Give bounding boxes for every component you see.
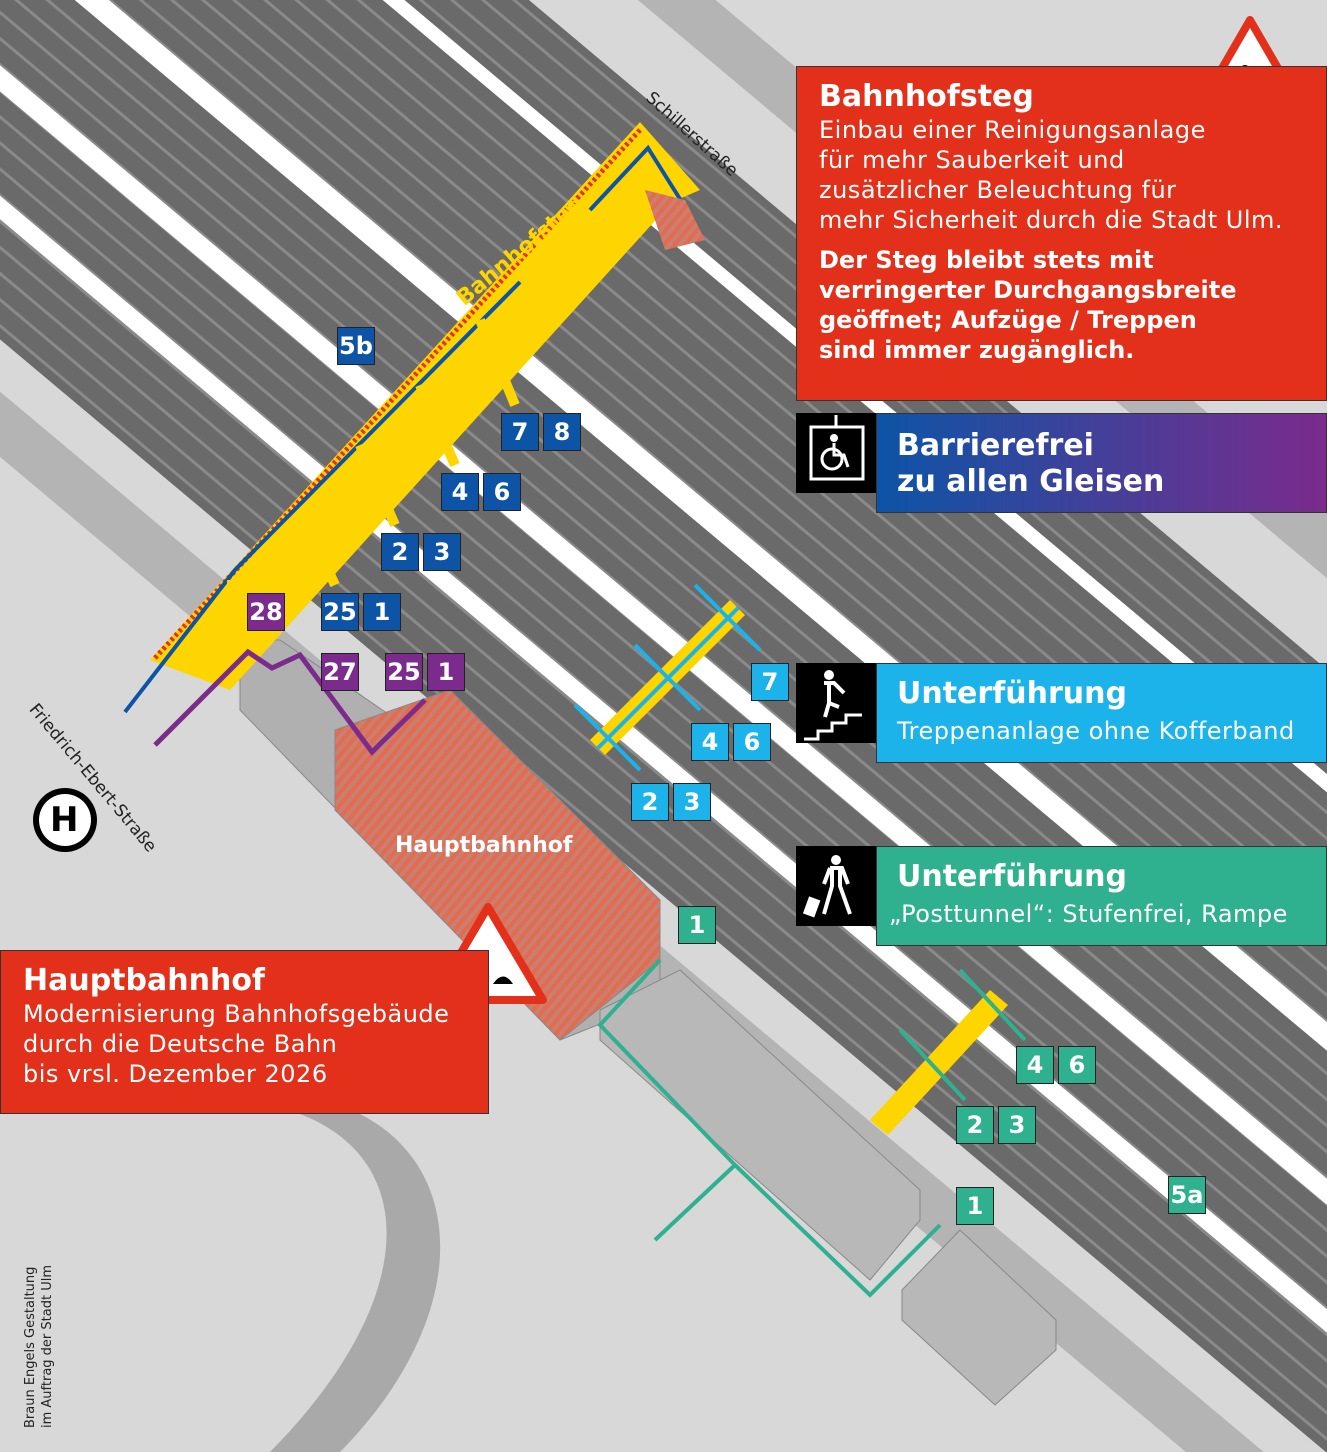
info-line: Einbau einer Reinigungsanlage — [819, 116, 1206, 144]
platform-badge: 3 — [423, 533, 461, 571]
green-route-arrow — [733, 1163, 942, 1298]
platform — [74, 0, 1327, 1051]
barrierefrei-line: zu allen Gleisen — [897, 464, 1165, 499]
barrierefrei-box: Barrierefrei zu allen Gleisen — [876, 413, 1327, 513]
platform-badge: 25 — [321, 593, 359, 631]
traveler-luggage-icon — [796, 846, 876, 926]
platform-badge: 6 — [483, 473, 521, 511]
bus-stop-icon-inner — [39, 794, 91, 846]
hauptbahnhof-label: Hauptbahnhof — [395, 833, 573, 858]
platform-badge: 4 — [1016, 1046, 1054, 1084]
platform-badge: 6 — [1058, 1046, 1096, 1084]
friedrich-ebert-strasse-road — [0, 391, 1264, 1452]
platform-badge: 1 — [678, 906, 716, 944]
platform-badge: 6 — [733, 723, 771, 761]
platform-badge: 4 — [441, 473, 479, 511]
info-line: mehr Sicherheit durch die Stadt Ulm. — [819, 206, 1284, 234]
platform-badge: 28 — [247, 593, 285, 631]
unterfuehrung-post-box: Unterführung „Posttunnel“: Stufenfrei, R… — [876, 846, 1327, 946]
building-block — [901, 1229, 1057, 1406]
platform-badge: 2 — [381, 533, 419, 571]
green-route-arrow — [597, 958, 738, 1242]
platform-badge: 1 — [363, 593, 401, 631]
platform-badge: 7 — [751, 663, 789, 701]
purple-route-arrow — [153, 648, 427, 756]
platform-badge: 2 — [956, 1106, 994, 1144]
platform-badge: 27 — [321, 653, 359, 691]
cyan-route-arrows — [573, 583, 762, 772]
wheelchair-elevator-icon — [796, 413, 876, 493]
platform-badge: 25 — [385, 653, 423, 691]
barrierefrei-line: Barrierefrei — [897, 428, 1094, 463]
box-title: Hauptbahnhof — [23, 963, 265, 998]
info-line: sind immer zugänglich. — [819, 336, 1135, 364]
posttunnel-underpass — [870, 990, 1008, 1135]
info-line: geöffnet; Aufzüge / Treppen — [819, 306, 1197, 334]
box-title: Unterführung — [897, 859, 1127, 894]
box-subtitle: Treppenanlage ohne Kofferband — [897, 717, 1295, 745]
steg-route-arrow — [588, 144, 692, 217]
info-line: Der Steg bleibt stets mit — [819, 246, 1154, 274]
unterfuehrung-treppe-box: Unterführung Treppenanlage ohne Kofferba… — [876, 663, 1327, 763]
hauptbahnhof-info-box: Hauptbahnhof Modernisierung Bahnhofsgebä… — [0, 950, 489, 1114]
platform-badge: 2 — [631, 783, 669, 821]
platform-badge: 1 — [427, 653, 465, 691]
stair-legs — [227, 318, 520, 625]
building-block — [599, 969, 921, 1281]
bus-stop-label: H — [50, 800, 79, 840]
info-line: Modernisierung Bahnhofsgebäude — [23, 1000, 450, 1028]
platform-badge: 7 — [501, 413, 539, 451]
bahnhofsteg-info-box: Bahnhofsteg Einbau einer Reinigungsanlag… — [796, 66, 1327, 401]
platform-badge: 5b — [337, 327, 375, 365]
credit-line: im Auftrag der Stadt Ulm — [40, 1265, 55, 1428]
platform-badge: 3 — [673, 783, 711, 821]
platform-badge: 8 — [543, 413, 581, 451]
credit-line: Braun Engels Gestaltung — [23, 1266, 38, 1428]
stairs-walker-icon — [796, 663, 876, 743]
box-title: Unterführung — [897, 676, 1127, 711]
info-line: zusätzlicher Beleuchtung für — [819, 176, 1177, 204]
green-route-arrows — [898, 968, 1027, 1102]
info-line: verringerter Durchgangsbreite — [819, 276, 1237, 304]
box-subtitle: „Posttunnel“: Stufenfrei, Rampe — [889, 900, 1288, 928]
stair-construction-area — [645, 190, 705, 250]
platform-badge: 3 — [998, 1106, 1036, 1144]
bahnhofsteg-title: Bahnhofsteg — [819, 79, 1034, 114]
curved-road — [270, 1114, 441, 1452]
credit: Braun Engels Gestaltung im Auftrag der S… — [22, 1265, 56, 1428]
platform-badge: 4 — [691, 723, 729, 761]
info-line: bis vrsl. Dezember 2026 — [23, 1060, 328, 1088]
steg-route-arrow — [123, 280, 522, 714]
platform-badge: 1 — [956, 1187, 994, 1225]
platform-badge: 5a — [1168, 1176, 1206, 1214]
info-line: durch die Deutsche Bahn — [23, 1030, 338, 1058]
info-line: für mehr Sauberkeit und — [819, 146, 1125, 174]
